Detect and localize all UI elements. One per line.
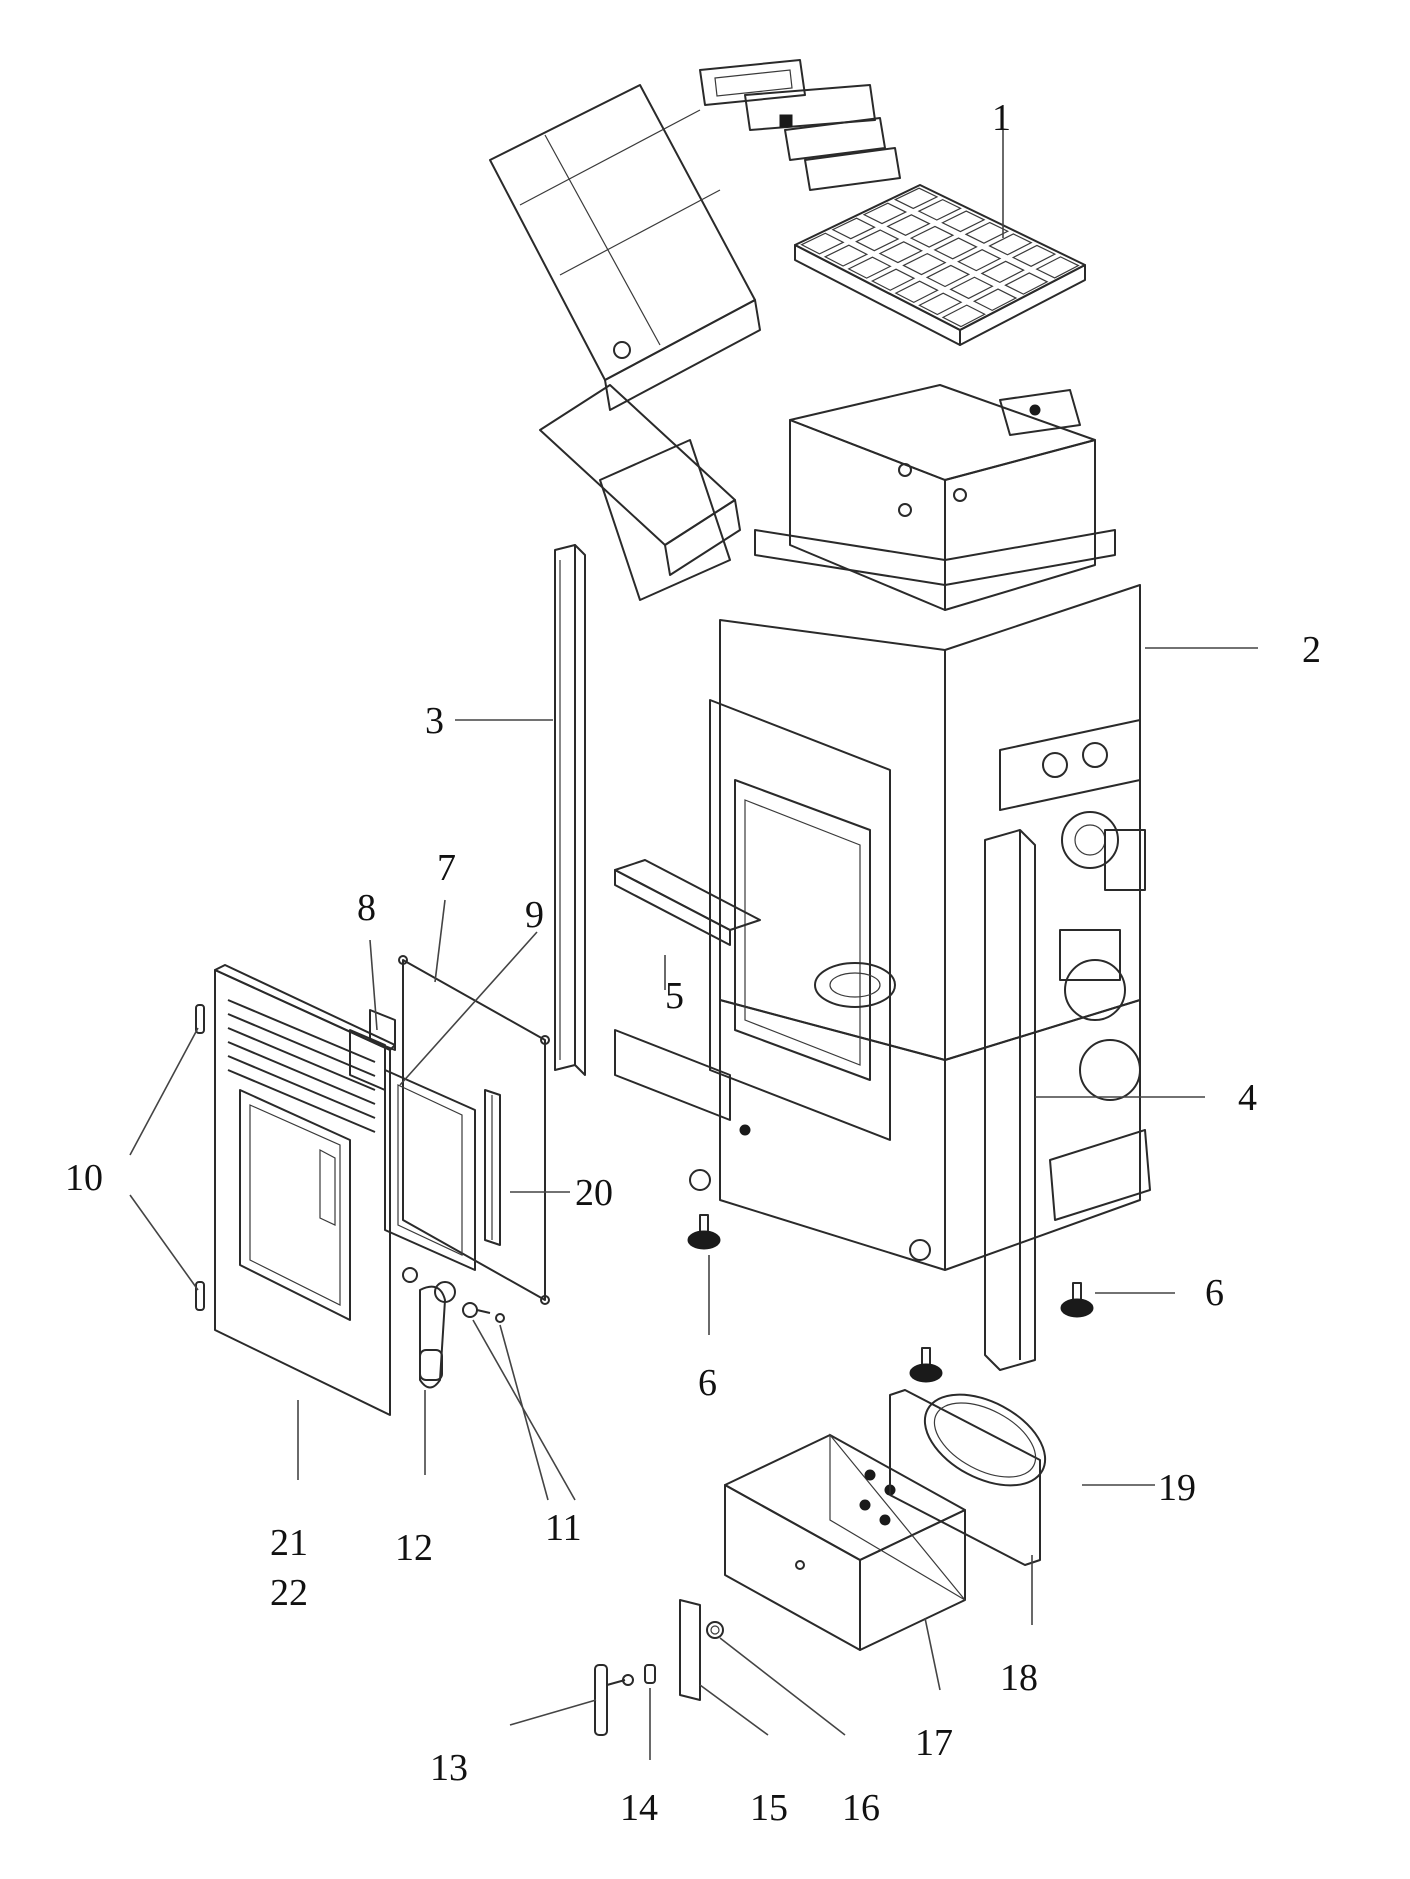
door-vent-slot [227, 1041, 376, 1105]
part-4-side-profile-right [984, 829, 1036, 1371]
filter-grid-cell [964, 221, 1010, 244]
part-17-ash-drawer [724, 1433, 966, 1651]
filter-grid-cell [855, 229, 900, 252]
filter-grid-cell [902, 252, 947, 276]
filter-grid-cell [980, 260, 1025, 284]
callout-21: 21 [270, 1522, 308, 1564]
filter-grid-cell [1011, 244, 1057, 267]
filter-grid-cell [831, 217, 876, 240]
door-vent-slot [227, 1027, 376, 1091]
top-lid-panel [489, 84, 761, 411]
callout-11: 11 [545, 1507, 582, 1549]
callout-18: 18 [1000, 1657, 1038, 1699]
callout-5: 5 [665, 975, 684, 1017]
filter-grid-cell [862, 202, 908, 225]
part-12-handle [402, 1267, 456, 1389]
callout-10: 10 [65, 1157, 103, 1199]
part-2-stove-body [689, 384, 1151, 1271]
filter-grid-cell [988, 233, 1033, 256]
filter-grid-cell [893, 187, 939, 210]
filter-grid-cell [909, 225, 955, 248]
callout-6a: 6 [698, 1362, 717, 1404]
filter-grid-cell [1035, 256, 1080, 279]
part-11-handle-screws [462, 1302, 505, 1323]
part-1-grid-filter [794, 184, 1086, 346]
callout-labels: 1 2 3 4 5 6 6 7 8 9 10 11 12 13 14 15 16… [65, 97, 1321, 1829]
part-20-glass-clamp [484, 1089, 501, 1246]
callout-16: 16 [842, 1787, 880, 1829]
callout-15: 15 [750, 1787, 788, 1829]
door-vent-slot [227, 1013, 376, 1077]
callout-9: 9 [525, 894, 544, 936]
part-19-oval-gasket [923, 1393, 1047, 1487]
part-3-side-profile-left [554, 544, 586, 1076]
filter-grid-cell [941, 304, 986, 328]
filter-grid-cell [949, 276, 994, 300]
part-7-door-glass [398, 955, 550, 1305]
filter-grid-cell [823, 244, 869, 267]
callout-3: 3 [425, 700, 444, 742]
filter-grid-cell [800, 232, 845, 255]
top-frame-parts [699, 59, 901, 191]
callout-7: 7 [437, 847, 456, 889]
filter-grid-cell [941, 210, 986, 233]
filter-grid-cell [933, 237, 978, 260]
part-21-22-door-frame [214, 964, 396, 1416]
part-6-feet [687, 1214, 1094, 1383]
filter-grid-cell [917, 198, 962, 221]
filter-grid-cell [894, 280, 939, 304]
filter-grid-cell [972, 288, 1018, 312]
callout-22: 22 [270, 1572, 308, 1614]
filter-grid-cell [925, 264, 971, 288]
part-15-latch-plate [679, 1599, 701, 1701]
part-9-glass-gasket [384, 1069, 476, 1271]
part-18-drawer-plate [889, 1389, 1041, 1566]
part-13-latch-pin [594, 1664, 634, 1736]
callout-2: 2 [1302, 629, 1321, 671]
front-hood-panel [539, 384, 741, 601]
leader-lines [129, 130, 1258, 1760]
callout-8: 8 [357, 887, 376, 929]
callout-13: 13 [430, 1747, 468, 1789]
filter-grid-cell [870, 268, 916, 291]
callout-14: 14 [620, 1787, 658, 1829]
callout-12: 12 [395, 1527, 433, 1569]
filter-grid-cell [1004, 272, 1049, 295]
part-10-hinge-pins [195, 1004, 205, 1311]
filter-grid-cell [847, 256, 892, 279]
callout-20: 20 [575, 1172, 613, 1214]
callout-4: 4 [1238, 1077, 1257, 1119]
part-16-latch-washer [706, 1621, 724, 1639]
door-vent-slot [227, 999, 376, 1063]
filter-grid-cell [957, 249, 1002, 272]
callout-6b: 6 [1205, 1272, 1224, 1314]
filter-grid-cell [886, 214, 931, 236]
part-14-latch-spring [644, 1664, 656, 1684]
door-vent-slot [227, 1055, 376, 1119]
callout-17: 17 [915, 1722, 953, 1764]
filter-grid-cell [878, 241, 923, 264]
door-vent-slot [227, 1069, 376, 1133]
callout-1: 1 [992, 97, 1011, 139]
part-5-brackets [614, 859, 761, 1136]
callout-19: 19 [1158, 1467, 1196, 1509]
filter-grid-cell [918, 292, 963, 316]
